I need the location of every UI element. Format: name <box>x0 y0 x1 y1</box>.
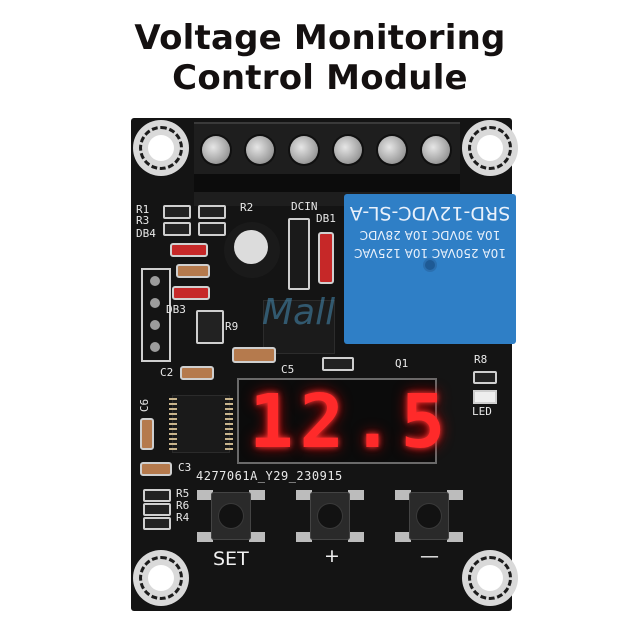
diode-db4 <box>170 243 208 257</box>
label-c3: C3 <box>178 461 192 474</box>
label-db4: DB4 <box>136 227 156 240</box>
relay-indent-icon <box>425 260 435 270</box>
resistor-r2 <box>198 205 226 219</box>
label-r5: R5 <box>176 487 190 500</box>
mounting-hole-top-right <box>462 120 518 176</box>
mounting-hole-bottom-right <box>462 550 518 606</box>
label-c5: C5 <box>281 363 295 376</box>
status-led <box>473 390 497 404</box>
label-r9: R9 <box>225 320 239 333</box>
watermark-text: Mall <box>262 292 336 333</box>
label-db3: DB3 <box>166 303 186 316</box>
label-db1: DB1 <box>316 212 336 225</box>
relay-model-label: SRD-12VDC-SL-A <box>349 202 511 224</box>
resistor-r9 <box>196 310 224 344</box>
capacitor-c2 <box>180 366 214 380</box>
terminal-screw-icon <box>246 136 274 164</box>
screw-terminal-block <box>194 122 460 206</box>
electrolytic-capacitor <box>224 222 280 278</box>
terminal-screw-icon <box>334 136 362 164</box>
relay-rating-1: 10A 30VDC 10A 28VDC <box>359 228 501 242</box>
mounting-hole-bottom-left <box>133 550 189 606</box>
label-c6: C6 <box>138 398 152 413</box>
resistor-db4-area <box>198 222 226 236</box>
label-r2: R2 <box>240 201 254 214</box>
resistor-r1 <box>163 205 191 219</box>
label-r8: R8 <box>474 353 488 366</box>
set-button[interactable] <box>197 490 265 546</box>
plus-button[interactable] <box>296 490 364 546</box>
ic-chip <box>169 395 233 453</box>
resistor-r4 <box>143 517 171 530</box>
terminal-screw-icon <box>378 136 406 164</box>
resistor-r6 <box>143 503 171 516</box>
capacitor-c3 <box>140 462 172 476</box>
label-c2: C2 <box>160 366 174 379</box>
product-title-line-2: Control Module <box>172 58 468 98</box>
resistor-r5 <box>143 489 171 502</box>
relay-rating-2: 10A 250VAC 10A 125VAC <box>354 246 506 260</box>
label-r4: R4 <box>176 511 190 524</box>
label-r1: R1 <box>136 203 150 216</box>
seven-segment-display: 12.5 <box>237 378 445 464</box>
capacitor-c6 <box>140 418 154 450</box>
resistor-r3 <box>163 222 191 236</box>
capacitor-c5 <box>232 347 276 363</box>
label-r3: R3 <box>136 214 150 227</box>
minus-button[interactable] <box>395 490 463 546</box>
label-led: LED <box>472 405 492 418</box>
relay-module: SRD-12VDC-SL-A 10A 30VDC 10A 28VDC 10A 2… <box>344 194 516 344</box>
product-title-line-1: Voltage Monitoring <box>134 18 506 58</box>
set-button-label: SET <box>213 548 249 570</box>
voltage-reading: 12.5 <box>249 379 452 465</box>
resistor-q1-area <box>322 357 354 371</box>
pcb-code: 4277061A_Y29_230915 <box>196 469 343 483</box>
terminal-screw-icon <box>422 136 450 164</box>
plus-button-label: + <box>324 545 340 567</box>
dcin-pad <box>288 218 310 290</box>
label-dcin: DCIN <box>291 200 318 213</box>
pin-header <box>141 268 171 362</box>
capacitor-smd <box>176 264 210 278</box>
diode-db1 <box>318 232 334 284</box>
resistor-r8 <box>473 371 497 384</box>
terminal-screw-icon <box>290 136 318 164</box>
minus-button-label: — <box>420 545 439 567</box>
terminal-screw-icon <box>202 136 230 164</box>
label-q1: Q1 <box>395 357 409 370</box>
voltage-regulator <box>263 300 335 354</box>
mounting-hole-top-left <box>133 120 189 176</box>
diode-db3 <box>172 286 210 300</box>
label-r6: R6 <box>176 499 190 512</box>
